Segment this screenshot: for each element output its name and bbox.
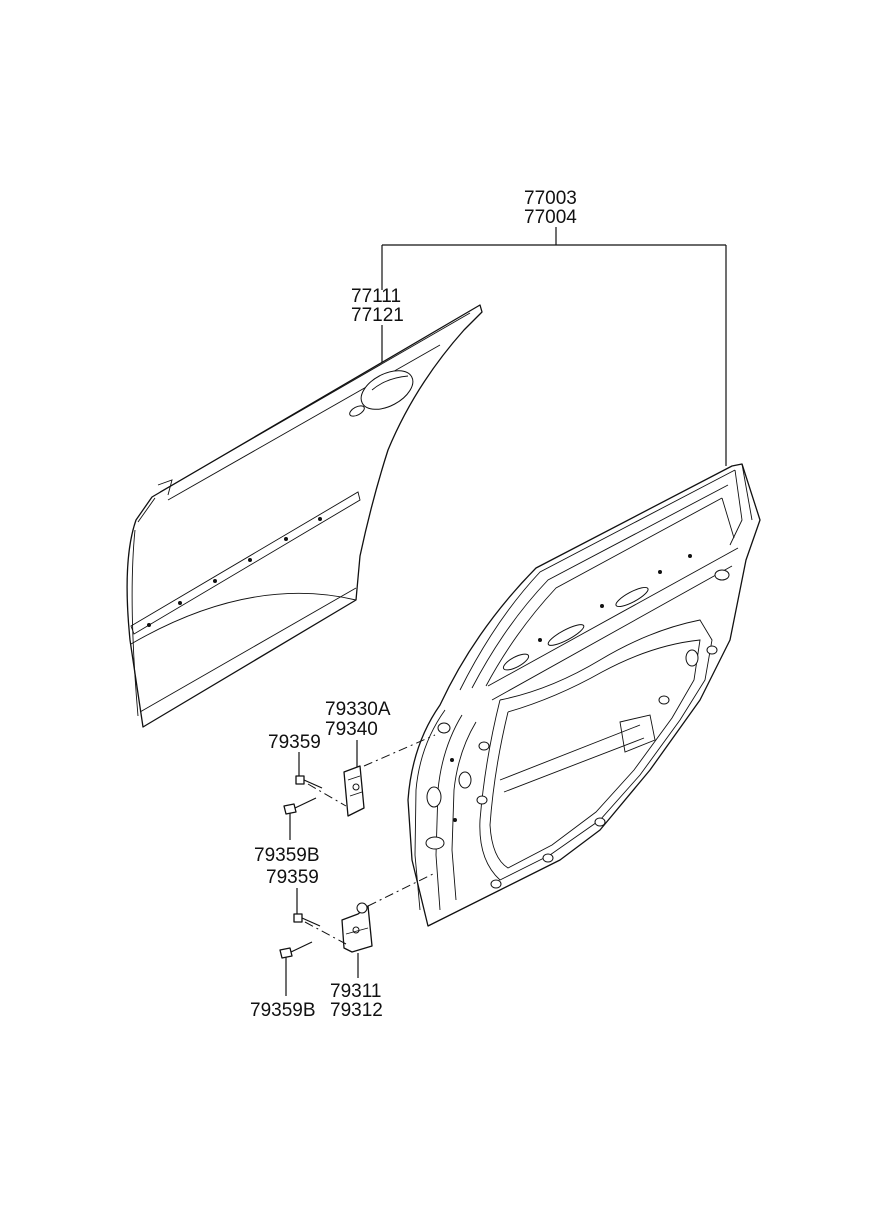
leader-lines <box>285 227 727 996</box>
label-assembly-2: 77004 <box>524 207 577 228</box>
label-upper-hinge-1: 79330A <box>325 699 391 720</box>
door-inner-assembly <box>407 463 761 927</box>
label-upper-hinge-2: 79340 <box>325 719 378 740</box>
label-lower-bolt-b: 79359B <box>250 1000 316 1021</box>
label-outer-panel-1: 77111 <box>351 286 401 307</box>
key-cylinder-slot <box>349 405 365 417</box>
upper-hinge-axis <box>363 734 436 767</box>
label-lower-bolt: 79359 <box>266 867 319 888</box>
lower-hinge <box>341 902 373 953</box>
lower-bolt-axis <box>304 921 347 945</box>
upper-bolt <box>295 775 323 789</box>
outer-door-panel <box>126 304 483 728</box>
lower-hinge-axis <box>367 872 436 907</box>
lower-bolt-b <box>279 941 313 959</box>
label-assembly-1: 77003 <box>524 188 577 209</box>
upper-bolt-b <box>283 797 317 815</box>
label-lower-hinge-2: 79312 <box>330 1000 383 1021</box>
label-upper-bolt: 79359 <box>268 732 321 753</box>
upper-hinge <box>343 765 365 817</box>
label-outer-panel-2: 77121 <box>351 305 404 326</box>
door-handle-recess <box>360 370 414 410</box>
upper-bolt-axis <box>307 783 347 807</box>
label-lower-hinge-1: 79311 <box>330 981 381 1002</box>
lower-bolt <box>293 913 321 927</box>
label-upper-bolt-b: 79359B <box>254 845 320 866</box>
